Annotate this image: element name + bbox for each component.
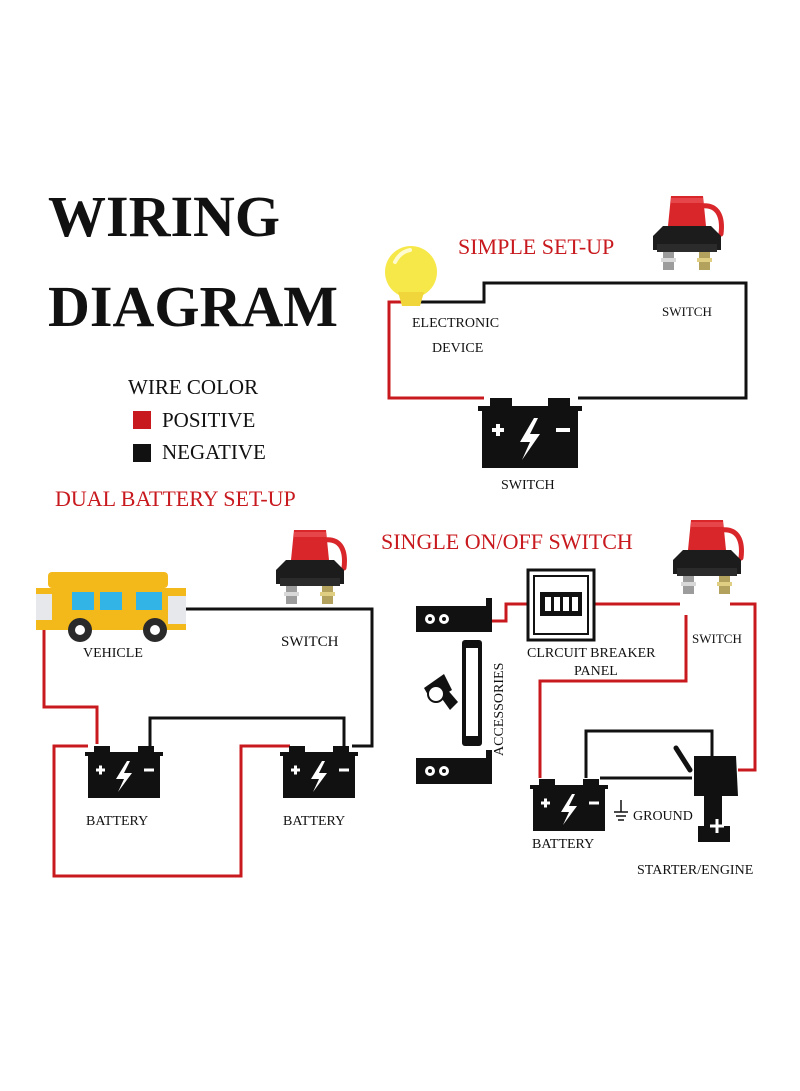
single-accessories-label: ACCESSORIES [492, 663, 507, 756]
circuit-breaker-panel-icon [526, 568, 596, 642]
legend-negative-swatch [133, 444, 151, 462]
battery-icon [83, 744, 165, 800]
phone-icon [462, 640, 482, 746]
single-switch-label: SWITCH [692, 631, 742, 646]
simple-setup-section: SIMPLE SET-UP ELECTRONIC DEVICE SWITCH S… [385, 196, 748, 493]
single-battery-label: BATTERY [532, 837, 594, 852]
battery-icon [528, 777, 610, 833]
simple-negative-wire [413, 281, 748, 400]
battery-switch-icon [276, 530, 344, 604]
battery-switch-icon [673, 520, 741, 594]
simple-setup-heading: SIMPLE SET-UP [458, 234, 614, 259]
single-panel-label-1: CLRCUIT BREAKER [527, 646, 656, 661]
single-negative-wire-1 [584, 729, 714, 778]
dual-battery-1-label: BATTERY [86, 814, 148, 829]
ground-icon [614, 800, 628, 821]
simple-battery-label: SWITCH [501, 478, 555, 493]
single-positive-wire-3 [730, 602, 757, 772]
single-panel-label-2: PANEL [574, 664, 618, 679]
single-switch-heading: SINGLE ON/OFF SWITCH [381, 529, 633, 554]
dual-battery-2-label: BATTERY [283, 814, 345, 829]
single-positive-wire-4 [538, 615, 688, 778]
dual-vehicle-label: VEHICLE [83, 646, 143, 661]
dual-battery-heading: DUAL BATTERY SET-UP [55, 486, 296, 511]
legend-positive-swatch [133, 411, 151, 429]
light-bulb-icon [385, 246, 437, 306]
simple-positive-wire [387, 300, 484, 400]
rv-vehicle-icon [36, 572, 186, 642]
outlet-icon [416, 750, 492, 784]
dual-positive-wire-1 [42, 625, 99, 744]
single-positive-wire-1 [488, 602, 532, 623]
battery-icon [476, 396, 584, 470]
battery-icon [278, 744, 360, 800]
simple-device-label-1: ELECTRONIC [412, 316, 499, 331]
title-line-1: WIRING [48, 184, 280, 249]
outlet-icon [416, 598, 492, 632]
dual-switch-label: SWITCH [281, 634, 339, 650]
single-engine-label: STARTER/ENGINE [637, 863, 753, 878]
dual-negative-wire-1 [180, 607, 374, 748]
legend-negative-label: NEGATIVE [162, 440, 266, 464]
single-ground-label: GROUND [633, 809, 693, 824]
hairdryer-icon [424, 674, 458, 710]
legend-heading: WIRE COLOR [128, 375, 258, 399]
legend-positive-label: POSITIVE [162, 408, 255, 432]
dual-negative-wire-2 [148, 716, 346, 746]
battery-switch-icon [653, 196, 721, 270]
outboard-engine-icon [673, 745, 738, 842]
single-switch-section: SINGLE ON/OFF SWITCH CLRCUIT BREAKER PAN… [381, 520, 757, 878]
dual-battery-section: DUAL BATTERY SET-UP VEHICLE SWITCH BATTE… [36, 486, 374, 878]
simple-device-label-2: DEVICE [432, 341, 483, 356]
title-line-2: DIAGRAM [48, 274, 338, 339]
simple-switch-label: SWITCH [662, 304, 712, 319]
dual-positive-wire-2 [52, 744, 290, 878]
